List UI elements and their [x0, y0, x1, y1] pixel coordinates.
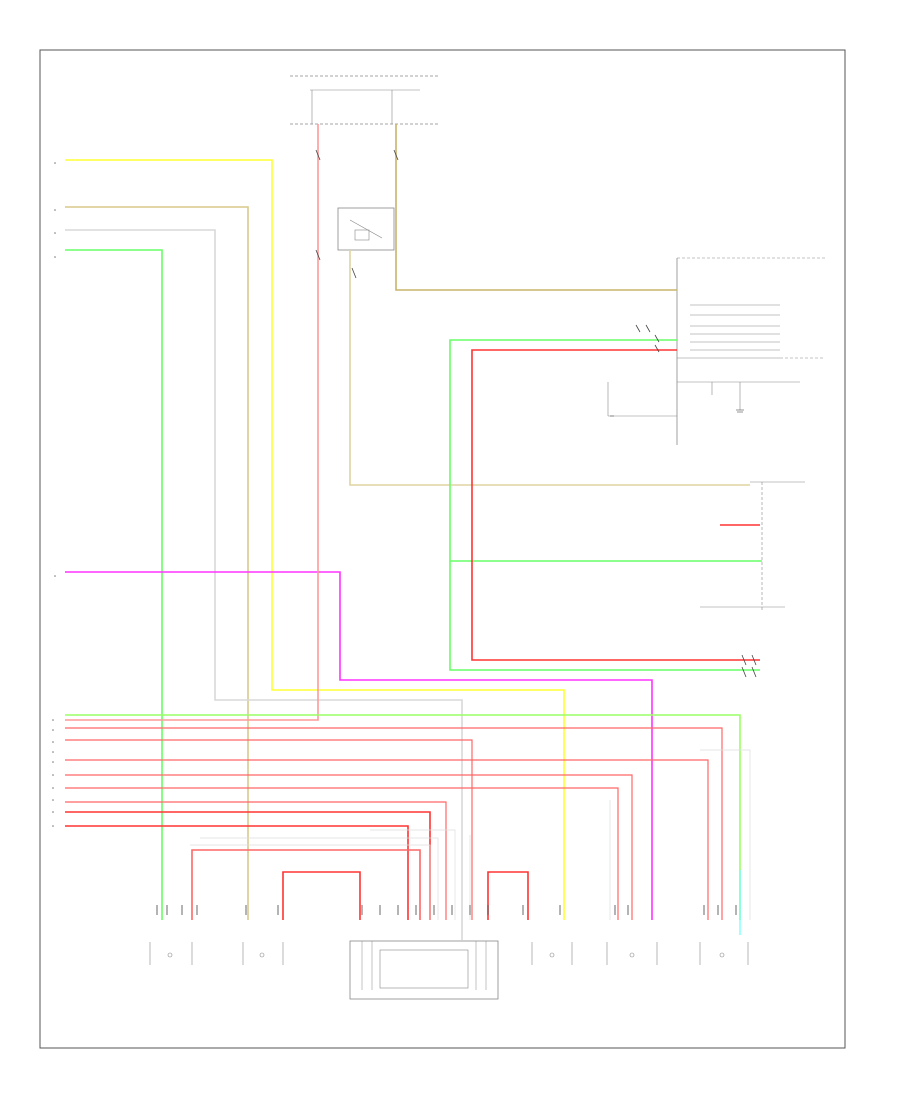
wire-green-2	[449, 339, 760, 671]
connector-ticks	[156, 149, 757, 915]
wire-red-1	[471, 349, 760, 661]
fuse-box	[290, 66, 440, 125]
fuse-box-text	[360, 66, 390, 74]
wires	[65, 124, 762, 940]
display-unit	[607, 381, 800, 417]
wire-red-5	[65, 774, 633, 920]
seat-switch-5	[699, 942, 749, 965]
wire-red-10	[191, 849, 421, 920]
wire-red-12	[487, 871, 529, 920]
wire-green-1	[65, 249, 163, 920]
wire-red-7	[65, 801, 447, 920]
wire-tan-3	[349, 250, 750, 486]
wire-tan-1	[65, 206, 249, 920]
harness-bundle	[190, 749, 751, 920]
seat-control-unit	[349, 940, 499, 1000]
wire-tan-2	[395, 124, 677, 291]
seat-switch-2	[242, 942, 284, 965]
seat-switch-4	[606, 942, 658, 965]
combination-meter	[700, 481, 805, 610]
wire-pink-1	[65, 124, 319, 721]
wire-red-2	[65, 727, 723, 920]
seat-switch-1	[149, 942, 193, 965]
diagram-frame	[39, 49, 846, 1049]
relay	[337, 207, 395, 251]
wire-gray	[65, 229, 463, 940]
wire-yellow	[65, 159, 565, 920]
wire-red-4	[65, 759, 709, 920]
wire-green-4	[65, 714, 741, 920]
wire-red-11	[282, 871, 361, 920]
wire-red-6	[65, 787, 619, 920]
wire-red-9	[65, 825, 409, 920]
seat-switch-3	[531, 942, 573, 965]
ground-symbols	[610, 409, 744, 417]
wire-red-3	[65, 739, 473, 920]
left-pin-markers	[52, 162, 56, 827]
audio-unit	[676, 257, 825, 445]
